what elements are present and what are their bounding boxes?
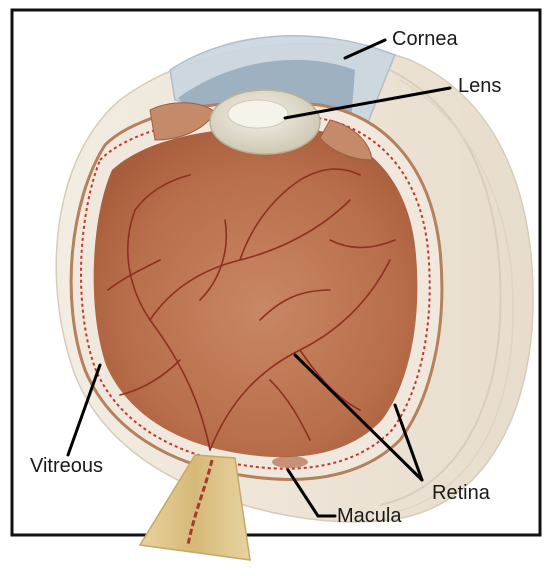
macula-spot — [272, 456, 308, 468]
label-vitreous: Vitreous — [30, 456, 103, 476]
label-lens: Lens — [458, 76, 501, 96]
label-cornea: Cornea — [392, 29, 458, 49]
vitreous-body — [94, 128, 418, 457]
label-macula: Macula — [337, 506, 401, 526]
label-retina: Retina — [432, 483, 490, 503]
lens-nucleus — [228, 100, 288, 128]
